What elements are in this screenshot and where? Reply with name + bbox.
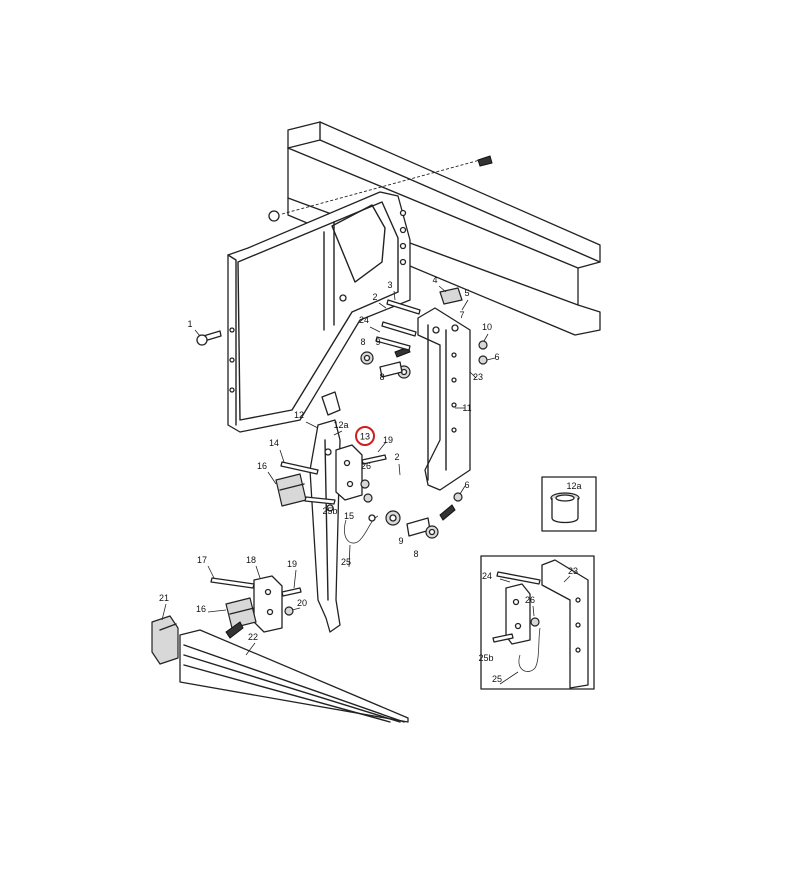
hinge-assembly-lower [210, 575, 302, 639]
callout-24: 24 [482, 571, 492, 581]
callout-26: 26 [525, 595, 535, 605]
bolt-alignment-line [268, 155, 493, 222]
callout-12a: 12a [333, 420, 348, 430]
bracket-plate-part-11 [394, 307, 471, 491]
callout-23: 23 [473, 372, 483, 382]
callout-3: 3 [387, 280, 392, 290]
callout-4: 4 [432, 275, 437, 285]
callout-2: 2 [394, 452, 399, 462]
hinge-plate-upper [335, 444, 387, 503]
callout-17: 17 [197, 555, 207, 565]
bushing-part-9-lower [385, 504, 456, 539]
cable-part-25 [344, 514, 379, 544]
callout-14: 14 [269, 438, 279, 448]
callout-7: 7 [459, 310, 464, 320]
leader-lines [161, 285, 571, 685]
highlight-label: 13 [360, 432, 370, 442]
callout-8: 8 [360, 337, 365, 347]
callout-23: 23 [568, 566, 578, 576]
callout-22: 22 [248, 632, 258, 642]
detail-box-12a [541, 476, 597, 532]
callout-19: 19 [287, 559, 297, 569]
callout-5: 5 [464, 288, 469, 298]
callout-8: 8 [379, 372, 384, 382]
callout-25: 25 [492, 674, 502, 684]
callout-9: 9 [398, 536, 403, 546]
callout-8: 8 [413, 549, 418, 559]
end-cap-part-21 [151, 615, 179, 665]
callout-19: 19 [383, 435, 393, 445]
callout-16: 16 [257, 461, 267, 471]
callout-10: 10 [482, 322, 492, 332]
callout-26: 26 [361, 461, 371, 471]
bolt-part-1 [196, 330, 222, 346]
callout-11: 11 [462, 403, 471, 413]
callout-18: 18 [246, 555, 256, 565]
callout-24: 24 [359, 315, 369, 325]
callout-1: 1 [187, 319, 192, 329]
callout-25b: 25b [322, 506, 337, 516]
callout-25b: 25b [478, 653, 493, 663]
callout-6: 6 [464, 480, 469, 490]
callout-25: 25 [341, 557, 351, 567]
rail-part-22 [179, 629, 409, 723]
callout-12: 12 [294, 410, 304, 420]
callout-16: 16 [196, 604, 206, 614]
callout-6: 6 [494, 352, 499, 362]
highlight-marker[interactable]: 13 [355, 426, 375, 446]
callout-20: 20 [297, 598, 307, 608]
hardware-top-cluster [360, 287, 488, 502]
detail-box-hinge [480, 555, 595, 690]
mounting-bracket [227, 191, 411, 433]
callout-21: 21 [159, 593, 169, 603]
callout-12a: 12a [566, 481, 581, 491]
clamp-part-16-upper [275, 461, 336, 507]
callout-9: 9 [375, 337, 380, 347]
callout-15: 15 [344, 511, 354, 521]
callout-2: 2 [372, 292, 377, 302]
